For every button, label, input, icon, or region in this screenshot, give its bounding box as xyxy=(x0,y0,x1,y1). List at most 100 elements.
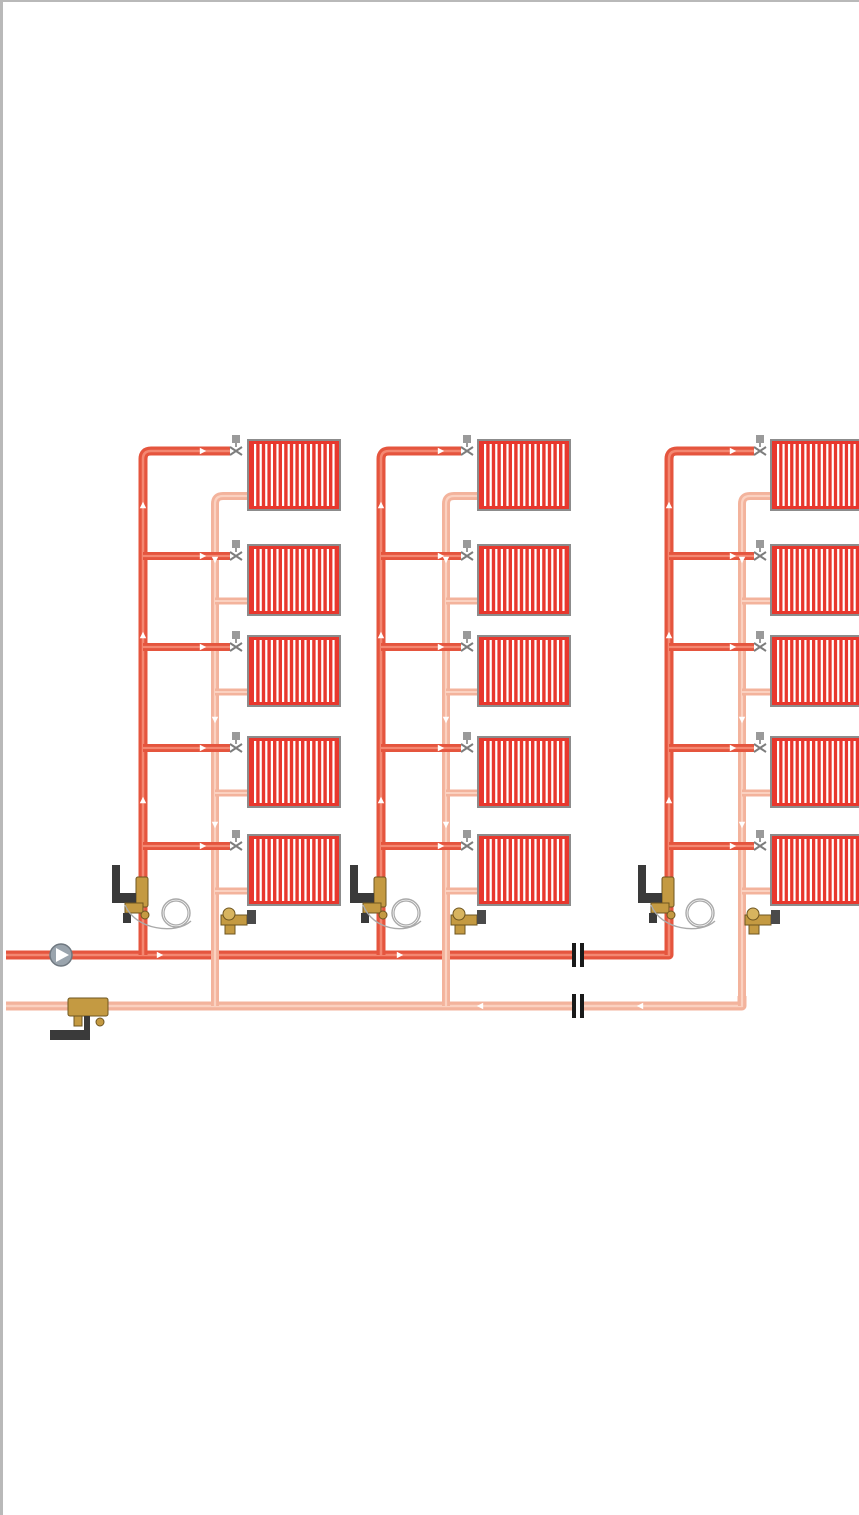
radiator-fin xyxy=(804,549,807,611)
flow-arrow xyxy=(738,821,746,829)
radiator-fin xyxy=(321,640,324,702)
radiator-fin xyxy=(853,839,856,901)
radiator-fin xyxy=(826,640,829,702)
thermostatic-valve xyxy=(460,631,474,652)
radiator-fin xyxy=(287,444,290,506)
radiator-fin xyxy=(259,549,262,611)
radiator-fin xyxy=(332,444,335,506)
radiator-fin xyxy=(304,839,307,901)
flow-arrow xyxy=(199,447,207,455)
thermostatic-valve xyxy=(753,435,767,456)
radiator-fin xyxy=(293,444,296,506)
thermostatic-valve xyxy=(229,631,243,652)
radiator-fin xyxy=(270,444,273,506)
radiator-fin xyxy=(798,444,802,506)
radiator-fin xyxy=(820,549,823,611)
radiator-fin xyxy=(545,640,548,702)
pipe-break-icon xyxy=(572,943,584,967)
thermostatic-valve-icon xyxy=(463,540,471,548)
flow-arrow xyxy=(442,821,450,829)
flow-arrow xyxy=(396,951,404,959)
radiator-fin xyxy=(831,741,834,803)
radiator-fin xyxy=(798,640,802,702)
balancing-valve xyxy=(350,865,388,923)
radiator-fin xyxy=(298,549,301,611)
radiator-fin xyxy=(332,549,335,611)
radiator-fin xyxy=(512,741,515,803)
radiator-fin xyxy=(265,549,268,611)
radiator xyxy=(247,635,341,707)
thermostatic-valve-icon xyxy=(463,830,471,838)
radiator-fin xyxy=(517,444,520,506)
radiator-fin xyxy=(837,444,840,506)
radiator-fin xyxy=(831,444,834,506)
radiator-fin xyxy=(804,444,807,506)
frame-top-edge xyxy=(0,0,859,2)
radiator xyxy=(247,834,341,906)
radiator-fin xyxy=(254,640,257,702)
flow-arrow xyxy=(139,631,147,639)
radiator-fin xyxy=(848,839,851,901)
radiator-fin xyxy=(562,741,565,803)
flow-arrow xyxy=(199,842,207,850)
radiator-fin xyxy=(500,839,503,901)
radiator-fin xyxy=(820,839,823,901)
thermostatic-valve-icon xyxy=(232,631,240,639)
radiator-fin xyxy=(831,640,834,702)
thermostatic-valve xyxy=(229,435,243,456)
radiator-fin xyxy=(506,549,509,611)
radiator-fin xyxy=(489,640,492,702)
radiator-fin xyxy=(528,549,531,611)
radiator-fin xyxy=(304,741,307,803)
radiator-fin xyxy=(848,549,851,611)
radiator-fin xyxy=(523,444,526,506)
flow-arrow xyxy=(665,796,673,804)
radiator-fin xyxy=(540,444,543,506)
radiator-fin xyxy=(326,640,329,702)
flow-arrow xyxy=(377,796,385,804)
radiator-fin xyxy=(534,444,537,506)
flow-arrow xyxy=(729,552,737,560)
radiator xyxy=(477,736,571,808)
radiator-fin xyxy=(534,741,537,803)
thermostatic-valve-icon xyxy=(463,631,471,639)
radiator-fin xyxy=(332,640,335,702)
radiator xyxy=(770,544,859,616)
radiator-fin xyxy=(254,839,257,901)
radiator xyxy=(477,439,571,511)
flow-arrow xyxy=(738,716,746,724)
radiator-fin xyxy=(793,741,796,803)
radiator-fin xyxy=(489,741,492,803)
flow-arrow xyxy=(211,556,219,564)
radiator-fin xyxy=(287,839,290,901)
radiator-fin xyxy=(254,549,257,611)
radiator xyxy=(247,736,341,808)
radiator-fin xyxy=(848,640,851,702)
radiator-fin xyxy=(332,839,335,901)
radiator xyxy=(247,544,341,616)
radiator-fin xyxy=(551,839,554,901)
radiator-fin xyxy=(270,549,273,611)
radiator-fin xyxy=(842,839,845,901)
radiator-fin xyxy=(315,741,318,803)
radiator-fin xyxy=(500,549,503,611)
radiator-fin xyxy=(540,741,543,803)
riser-3 xyxy=(638,435,859,1006)
radiator-fin xyxy=(495,839,498,901)
radiator-fin xyxy=(259,839,262,901)
balancing-valve xyxy=(112,865,150,923)
radiator-fin xyxy=(842,640,845,702)
radiator-fin xyxy=(815,741,818,803)
flow-arrow xyxy=(156,951,164,959)
radiator-fin xyxy=(793,444,796,506)
main-return-pipe-far xyxy=(584,996,747,1011)
radiator-fin xyxy=(562,549,565,611)
radiator-fin xyxy=(853,741,856,803)
thermostatic-valve xyxy=(229,830,243,851)
radiator-fin xyxy=(798,741,802,803)
radiator-fin xyxy=(506,839,509,901)
thermostatic-valve-icon xyxy=(232,732,240,740)
riser-1 xyxy=(112,435,341,1006)
radiator-fin xyxy=(298,640,301,702)
radiator-fin xyxy=(287,640,290,702)
